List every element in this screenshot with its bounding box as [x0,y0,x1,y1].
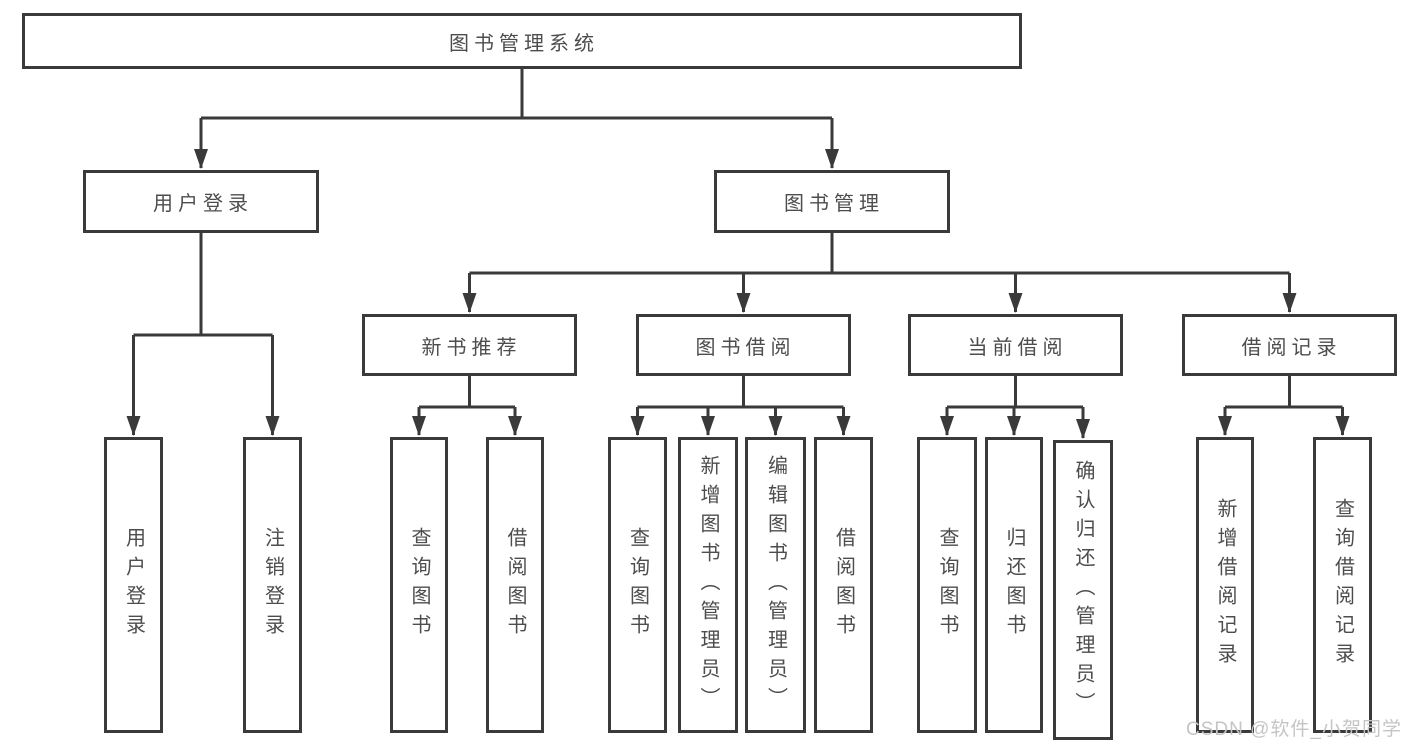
leaf-return-book: 归还图书 [985,437,1043,733]
leaf-borrow-books-1: 借阅图书 [486,437,544,733]
leaf-user-login: 用户登录 [104,437,163,733]
node-user-login: 用户登录 [83,170,319,233]
leaf-user-login-label: 用户登录 [122,527,145,643]
node-user-login-label: 用户登录 [153,193,253,215]
node-book-borrow-label: 图书借阅 [695,336,796,359]
leaf-borrow-books-1-label: 借阅图书 [504,527,526,643]
leaf-query-books-3-label: 查询图书 [936,527,958,643]
leaf-query-books-1-label: 查询图书 [408,527,430,643]
leaf-query-borrow-record: 查询借阅记录 [1313,437,1372,733]
leaf-query-books-3: 查询图书 [917,437,977,733]
node-root: 图书管理系统 [22,13,1022,69]
leaf-confirm-return-admin: 确认归还（管理员） [1053,440,1113,740]
connector-borrow [637,376,844,409]
node-new-book-rec: 新书推荐 [362,314,577,376]
leaf-logout-label: 注销登录 [261,527,284,643]
leaf-borrow-books-2-label: 借阅图书 [832,527,855,643]
leaf-return-book-label: 归还图书 [1003,527,1025,643]
connector-new-book [419,376,515,409]
node-root-label: 图书管理系统 [449,32,599,55]
leaf-edit-book-admin: 编辑图书（管理员） [745,437,806,733]
connector-root [201,69,832,120]
connector-book-mgmt [469,233,1290,275]
leaf-confirm-return-admin-label: 确认归还（管理员） [1072,459,1094,721]
node-borrow-records-label: 借阅记录 [1241,336,1342,359]
leaf-query-borrow-record-label: 查询借阅记录 [1331,498,1354,672]
leaf-add-borrow-record: 新增借阅记录 [1196,437,1254,733]
connector-records [1225,376,1343,409]
leaf-query-books-2: 查询图书 [608,437,667,733]
leaf-query-books-1: 查询图书 [390,437,448,733]
node-book-borrow: 图书借阅 [636,314,851,376]
node-new-book-rec-label: 新书推荐 [421,336,522,359]
leaf-edit-book-admin-label: 编辑图书（管理员） [764,454,787,716]
csdn-watermark: CSDN @软件_小贺同学 [1186,719,1402,740]
leaf-logout: 注销登录 [243,437,302,733]
connector-user-login [133,233,273,337]
leaf-add-book-admin: 新增图书（管理员） [678,437,738,733]
node-book-mgmt-label: 图书管理 [784,193,884,215]
node-current-borrow-label: 当前借阅 [967,336,1068,359]
node-book-mgmt: 图书管理 [714,170,950,233]
leaf-borrow-books-2: 借阅图书 [814,437,873,733]
node-current-borrow: 当前借阅 [908,314,1123,376]
leaf-add-borrow-record-label: 新增借阅记录 [1214,498,1236,672]
connector-current [947,376,1083,409]
leaf-add-book-admin-label: 新增图书（管理员） [697,454,719,716]
node-borrow-records: 借阅记录 [1182,314,1397,376]
leaf-query-books-2-label: 查询图书 [626,527,649,643]
